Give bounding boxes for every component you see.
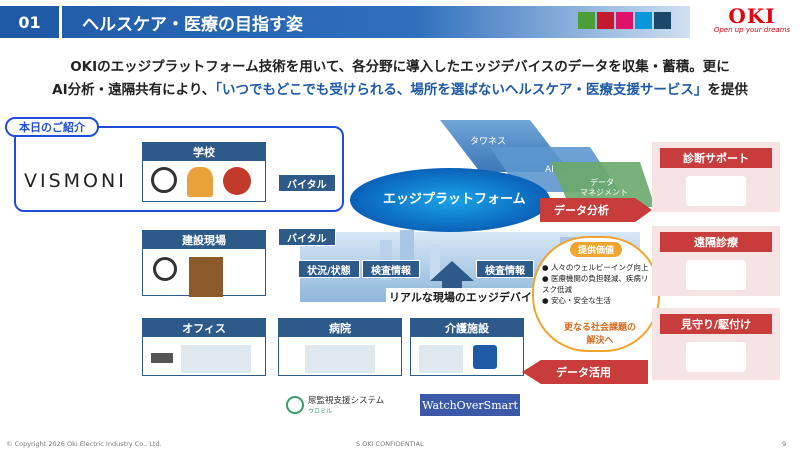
sdg-icon bbox=[597, 12, 614, 29]
telemedicine-icon bbox=[686, 260, 746, 290]
value-footer: 更なる社会課題の解決へ bbox=[563, 323, 636, 346]
lead-line-2: AI分析・遠隔共有により、「いつでもどこでも受けられる、場所を選ばないヘルスケア… bbox=[0, 78, 800, 98]
category-title: 学校 bbox=[143, 143, 265, 161]
lead-suffix: を提供 bbox=[707, 82, 748, 98]
care-scene-icon bbox=[419, 345, 463, 373]
category-title: 介護施設 bbox=[411, 319, 523, 337]
lead-highlight: 「いつでもどこでも受けられる、場所を選ばないヘルスケア・医療支援サービス」 bbox=[215, 82, 708, 98]
value-item: ● 安心・安全な生活 bbox=[542, 296, 611, 305]
service-title: 遠隔診療 bbox=[660, 232, 772, 252]
value-list: ● 人々のウェルビーイング向上 ● 医療機関の負担軽減、疾病リスク低減 ● 安心… bbox=[542, 262, 654, 306]
footer-confidential: S OKI CONFIDENTIAL bbox=[356, 440, 424, 448]
value-item-text: 医療機関の負担軽減、疾病リスク低減 bbox=[542, 274, 649, 294]
tile-3 bbox=[550, 162, 655, 207]
watch-icon bbox=[153, 257, 177, 281]
runner-icon bbox=[223, 167, 251, 195]
office-scene-icon bbox=[181, 345, 251, 373]
tile-label-3b: マネジメント bbox=[580, 188, 628, 197]
category-hospital: 病院 bbox=[278, 318, 402, 376]
value-title: 提供価値 bbox=[570, 242, 623, 257]
vismoni-logo: VISMONI bbox=[24, 170, 127, 192]
category-title: オフィス bbox=[143, 319, 265, 337]
tile-label-1: タワネス bbox=[470, 136, 506, 147]
logo-tagline: Open up your dreams bbox=[713, 26, 791, 34]
service-card-watch: 見守り/駆付け bbox=[652, 308, 780, 380]
label-vital-construction: バイタル bbox=[278, 228, 336, 246]
logo-brand: OKI bbox=[728, 4, 776, 28]
label-inspection-hospital: 検査情報 bbox=[362, 260, 420, 278]
scale-icon bbox=[473, 345, 497, 369]
camera-icon bbox=[151, 353, 173, 363]
sdg-icon bbox=[635, 12, 652, 29]
tile-label-3: データ マネジメント bbox=[580, 177, 628, 197]
worker-icon bbox=[189, 257, 223, 297]
up-arrow-icon bbox=[430, 261, 474, 306]
school-icons bbox=[143, 161, 265, 203]
urine-system-logo: 尿監視支援システム ウロミル bbox=[286, 394, 384, 415]
watchoversmart-logo: WatchOverSmart bbox=[420, 394, 520, 416]
hospital-bed-icon bbox=[305, 345, 375, 373]
platform-core-label: エッジプラットフォーム bbox=[383, 192, 526, 207]
service-title: 見守り/駆付け bbox=[660, 314, 772, 334]
data-analysis-arrow bbox=[540, 198, 652, 222]
urine-system-sub: ウロミル bbox=[308, 408, 333, 415]
tile-label-2: AI bbox=[545, 165, 554, 175]
value-item: ● 医療機関の負担軽減、疾病リスク低減 bbox=[542, 274, 649, 294]
sdg-icon bbox=[616, 12, 633, 29]
label-status: 状況/状態 bbox=[298, 260, 360, 278]
category-title: 病院 bbox=[279, 319, 401, 337]
sdg-icon bbox=[578, 12, 595, 29]
urine-logo-text: 尿監視支援システム ウロミル bbox=[308, 394, 384, 415]
value-item-text: 安心・安全な生活 bbox=[550, 296, 611, 305]
data-analysis-label: データ分析 bbox=[554, 204, 609, 217]
value-item-text: 人々のウェルビーイング向上 bbox=[550, 263, 649, 272]
data-use-arrow bbox=[522, 360, 648, 384]
category-construction: 建設現場 bbox=[142, 230, 266, 297]
service-title: 診断サポート bbox=[660, 148, 772, 168]
sdg-icon bbox=[654, 12, 671, 29]
data-use-label: データ活用 bbox=[556, 366, 611, 379]
label-inspection-care: 検査情報 bbox=[476, 260, 534, 278]
care-icons bbox=[411, 337, 523, 381]
category-school: 学校 bbox=[142, 142, 266, 202]
page-title: ヘルスケア・医療の目指す姿 bbox=[82, 15, 303, 35]
category-title: 建設現場 bbox=[143, 231, 265, 249]
header-bar bbox=[0, 6, 690, 38]
watch-over-icon bbox=[686, 342, 746, 372]
label-vital-school: バイタル bbox=[278, 174, 336, 192]
oki-logo: OKI Open up your dreams bbox=[712, 6, 792, 34]
footer-page: 9 bbox=[782, 440, 787, 448]
tile-label-3a: データ bbox=[590, 177, 614, 187]
intro-box bbox=[14, 126, 344, 212]
section-number: 01 bbox=[0, 6, 62, 38]
urine-system-name: 尿監視支援システム bbox=[308, 396, 385, 406]
urine-logo-icon bbox=[286, 395, 304, 414]
doctor-icon bbox=[686, 176, 746, 206]
footer-copyright: © Copyright 2026 Oki Electric Industry C… bbox=[6, 440, 162, 448]
intro-tag: 本日のご紹介 bbox=[5, 117, 99, 137]
athlete-icon bbox=[187, 167, 213, 197]
base-label: リアルな現場のエッジデバイス bbox=[386, 288, 546, 306]
lead-line-1: OKIのエッジプラットフォーム技術を用いて、各分野に導入したエッジデバイスのデー… bbox=[70, 59, 730, 75]
office-icons bbox=[143, 337, 265, 381]
construction-icons bbox=[143, 249, 265, 305]
building bbox=[430, 244, 440, 280]
category-office: オフィス bbox=[142, 318, 266, 376]
value-item: ● 人々のウェルビーイング向上 bbox=[542, 263, 649, 272]
category-care: 介護施設 bbox=[410, 318, 524, 376]
watch-icon bbox=[151, 167, 177, 193]
platform-core bbox=[350, 168, 550, 232]
service-card-diagnosis: 診断サポート bbox=[652, 142, 780, 212]
lead-prefix: AI分析・遠隔共有により、 bbox=[52, 82, 216, 98]
service-card-remote: 遠隔診療 bbox=[652, 226, 780, 296]
